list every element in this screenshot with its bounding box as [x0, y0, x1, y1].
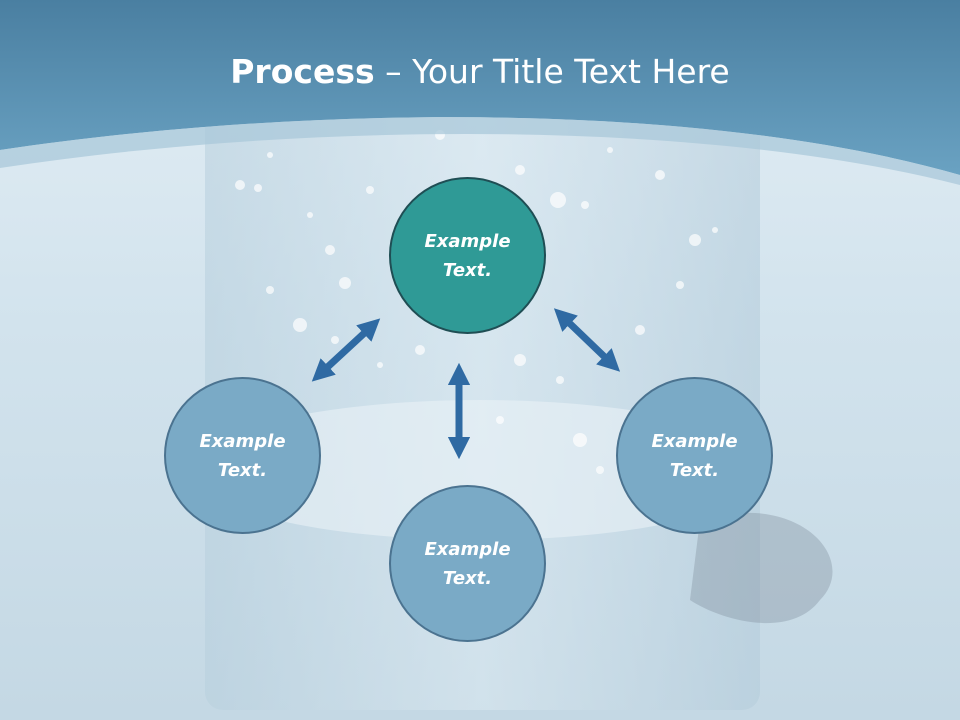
node-right-line1: Example: [651, 430, 738, 452]
title-bold: Process: [230, 52, 375, 91]
slide-title: Process – Your Title Text Here: [0, 52, 960, 91]
node-left-line2: Text.: [217, 459, 268, 481]
title-rest: – Your Title Text Here: [374, 52, 730, 91]
node-top-line1: Example: [424, 230, 511, 252]
double-arrow-top-left: [311, 318, 381, 382]
node-bottom-line2: Text.: [442, 567, 493, 589]
double-arrow-top-right: [553, 308, 621, 372]
node-right-line2: Text.: [669, 459, 720, 481]
node-left-line1: Example: [199, 430, 286, 452]
node-top-line2: Text.: [442, 259, 493, 281]
node-bottom-line1: Example: [424, 538, 511, 560]
